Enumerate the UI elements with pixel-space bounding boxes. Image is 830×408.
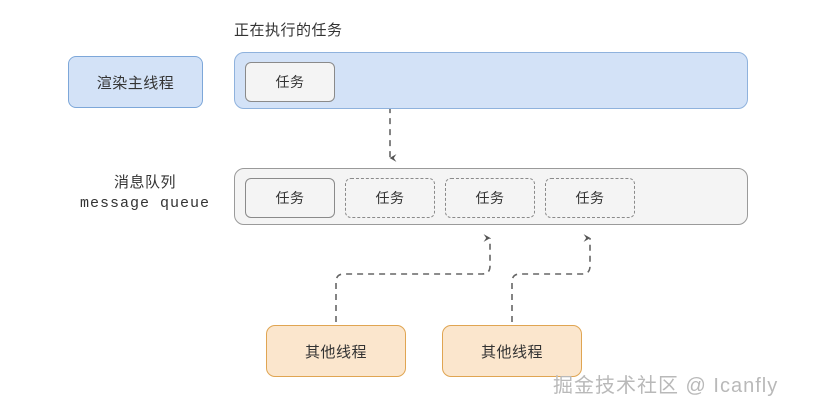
- connector-worker-0-to-queue: [335, 234, 491, 322]
- queue-task-chip-2: 任务: [445, 178, 535, 218]
- message-queue-bar: 任务 任务 任务 任务: [234, 168, 748, 225]
- watermark: 掘金技术社区 @ Icanfly: [553, 375, 779, 397]
- render-main-thread-label: 渲染主线程: [68, 56, 203, 108]
- other-thread-box-0: 其他线程: [266, 325, 406, 377]
- other-thread-box-1: 其他线程: [442, 325, 582, 377]
- connector-worker-1-to-queue: [511, 234, 591, 322]
- queue-task-chip-3: 任务: [545, 178, 635, 218]
- main-thread-bar: 任务: [234, 52, 748, 109]
- running-task-chip: 任务: [245, 62, 335, 102]
- message-queue-label-cn: 消息队列: [113, 174, 176, 191]
- message-queue-label: 消息队列 message queue: [55, 172, 235, 215]
- message-queue-label-en: message queue: [79, 195, 211, 212]
- queue-task-chip-1: 任务: [345, 178, 435, 218]
- caption-executing-task: 正在执行的任务: [234, 22, 343, 39]
- queue-task-chip-0: 任务: [245, 178, 335, 218]
